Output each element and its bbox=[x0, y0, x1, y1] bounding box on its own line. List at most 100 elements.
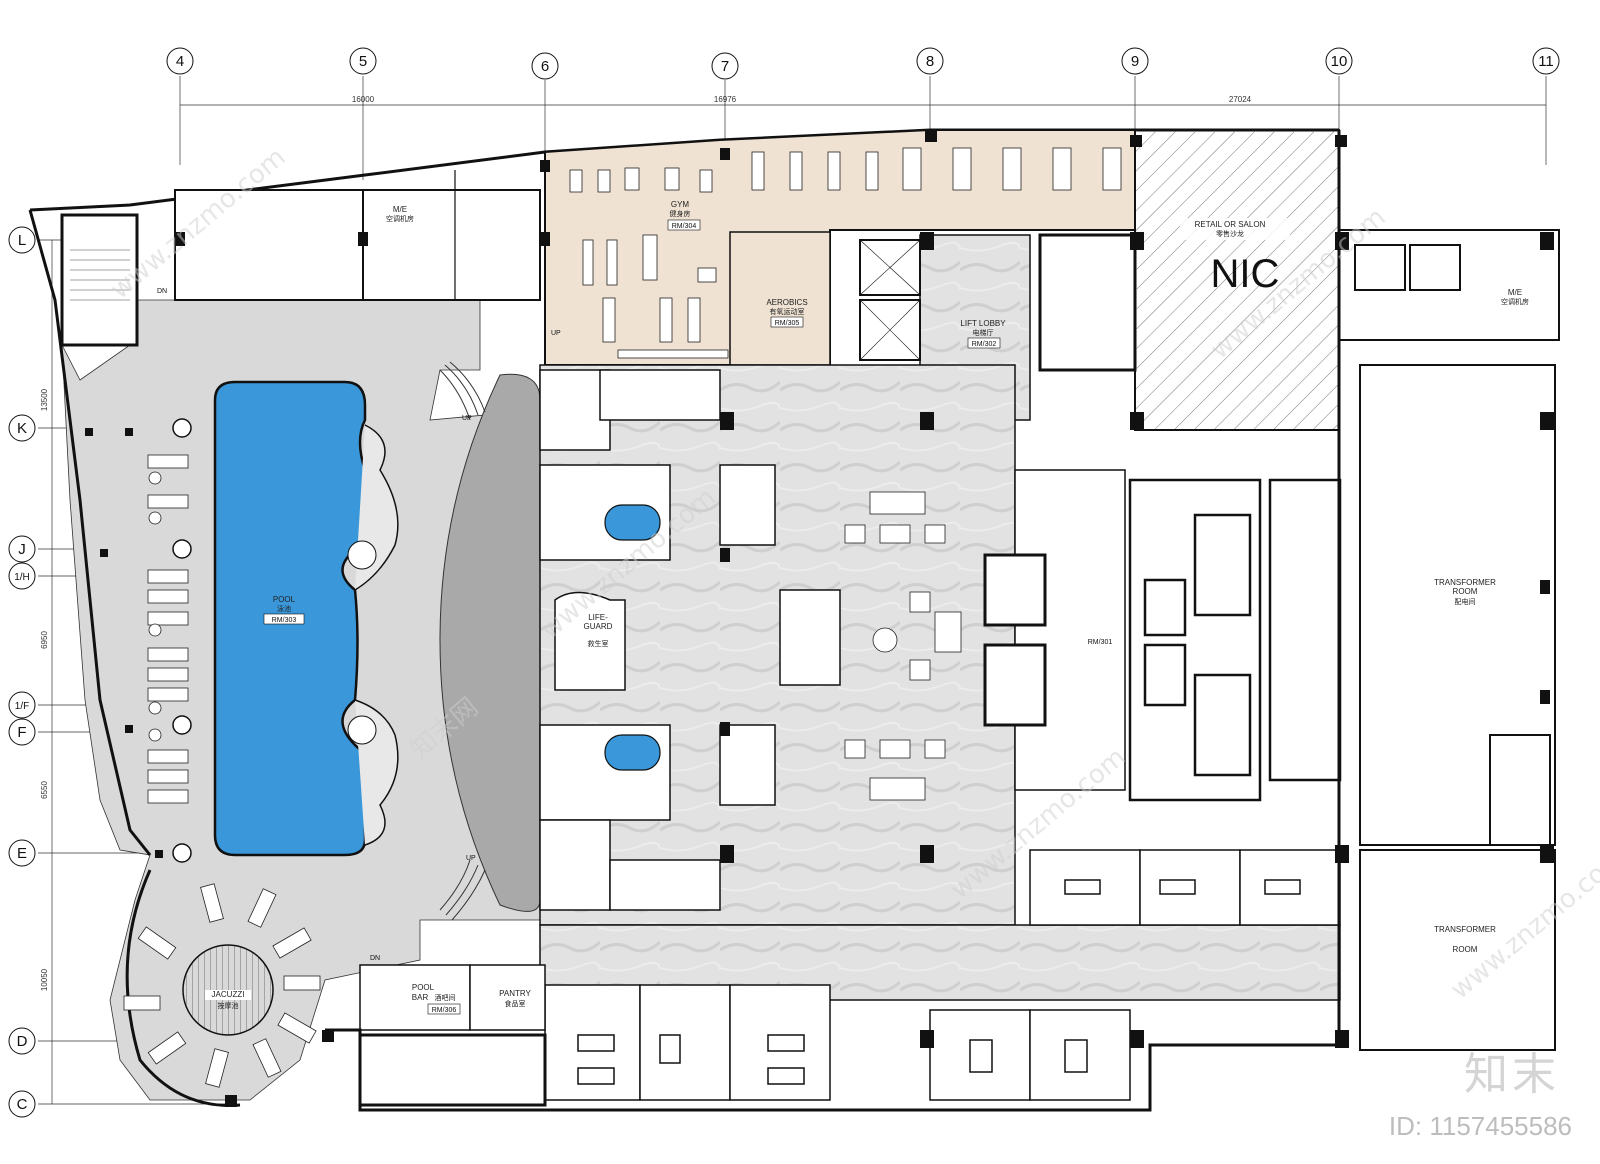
lounge-furniture bbox=[844, 491, 962, 801]
svg-text:10: 10 bbox=[1331, 53, 1348, 70]
grid-bubble-col-6: 6 bbox=[531, 52, 559, 80]
dimension-left-3: 6550 bbox=[40, 781, 49, 799]
room-transformer-2-label-1: TRANSFORMER bbox=[1434, 925, 1496, 934]
pool-column-lower bbox=[347, 715, 377, 745]
dimension-top-3: 27024 bbox=[1229, 95, 1252, 104]
svg-text:K: K bbox=[17, 420, 27, 437]
room-transformer-2-label-2: ROOM bbox=[1453, 945, 1478, 954]
room-lift-lobby-label-cn: 电梯厅 bbox=[973, 328, 994, 337]
elevator-shafts-east bbox=[1354, 244, 1461, 291]
room-gym-label: GYM bbox=[671, 200, 690, 209]
up-annotation-ramp-top: UP bbox=[462, 415, 472, 422]
room-transformer-1-label-1: TRANSFORMER bbox=[1434, 578, 1496, 587]
grid-bubble-col-10: 10 bbox=[1325, 47, 1353, 75]
svg-text:C: C bbox=[17, 1096, 28, 1113]
room-aerobics-label: AEROBICS bbox=[766, 298, 807, 307]
svg-text:1/F: 1/F bbox=[15, 701, 29, 712]
pool-label: POOL bbox=[273, 595, 296, 604]
room-me-left-label: M/E bbox=[393, 205, 407, 214]
grid-bubble-row-F: F bbox=[8, 718, 36, 746]
room-me-right-label-cn: 空调机房 bbox=[1501, 297, 1529, 306]
room-lifeguard bbox=[554, 591, 626, 691]
room-lift-lobby-label: LIFT LOBBY bbox=[960, 319, 1006, 328]
room-gym-number: RM/304 bbox=[672, 223, 697, 230]
nic-label: NIC bbox=[1211, 252, 1280, 296]
dimension-top-2: 16976 bbox=[714, 95, 737, 104]
svg-text:E: E bbox=[17, 845, 27, 862]
room-pantry bbox=[469, 964, 546, 1031]
room-pool-bar-label-cn: 酒吧间 bbox=[435, 994, 456, 1002]
room-lifeguard-label-1: LIFE- bbox=[588, 613, 608, 622]
room-retail-label-cn: 零售沙龙 bbox=[1216, 229, 1244, 238]
room-aerobics-label-cn: 有氧运动室 bbox=[770, 307, 805, 316]
grid-bubble-col-9: 9 bbox=[1121, 47, 1149, 75]
grid-bubble-col-5: 5 bbox=[349, 47, 377, 75]
room-aerobics bbox=[729, 231, 831, 366]
grid-bubble-row-L: L bbox=[8, 226, 36, 254]
room-pool-bar-label-1: POOL bbox=[412, 983, 435, 992]
dn-annotation-southwest: DN bbox=[370, 955, 380, 962]
elevator-shafts-north bbox=[859, 239, 921, 361]
dn-annotation-northwest: DN bbox=[157, 288, 167, 295]
room-lift-lobby-number: RM/302 bbox=[972, 341, 997, 348]
room-transformer-2 bbox=[1359, 849, 1556, 1051]
grid-bubble-row-1F: 1/F bbox=[8, 691, 36, 719]
jacuzzi-deck-arc bbox=[125, 869, 241, 1107]
svg-text:4: 4 bbox=[176, 53, 184, 70]
outer-wall-west-diag bbox=[28, 209, 152, 856]
svg-text:F: F bbox=[17, 724, 26, 741]
grid-bubble-col-7: 7 bbox=[711, 52, 739, 80]
watermark-id: ID: 1157455586 bbox=[1388, 1111, 1572, 1141]
room-rm301 bbox=[1014, 469, 1126, 791]
svg-text:1/H: 1/H bbox=[14, 572, 30, 583]
room-transformer-1-label-cn: 配电间 bbox=[1455, 597, 1476, 606]
grid-bubble-row-K: K bbox=[8, 414, 36, 442]
grid-bubble-col-8: 8 bbox=[916, 47, 944, 75]
pool-room-number: RM/303 bbox=[272, 617, 297, 624]
gym-equipment bbox=[569, 147, 1122, 359]
room-me-left bbox=[174, 189, 541, 301]
watermark-brand: 知末 bbox=[1464, 1049, 1560, 1100]
svg-text:D: D bbox=[17, 1033, 28, 1050]
svg-text:5: 5 bbox=[359, 53, 367, 70]
structural-columns bbox=[85, 130, 1554, 1107]
room-pool-bar-number: RM/306 bbox=[432, 1007, 457, 1014]
stair-east bbox=[1489, 734, 1551, 846]
pool-column-upper bbox=[347, 540, 377, 570]
dimension-left-4: 10050 bbox=[40, 968, 49, 991]
grid-axis-columns bbox=[179, 76, 1547, 180]
grid-bubble-row-E: E bbox=[8, 839, 36, 867]
room-retail-label: RETAIL OR SALON bbox=[1195, 220, 1266, 229]
room-pantry-label: PANTRY bbox=[499, 989, 531, 998]
svg-text:9: 9 bbox=[1131, 53, 1139, 70]
room-gym-label-cn: 健身房 bbox=[670, 209, 691, 218]
jacuzzi-label-cn: 按摩池 bbox=[218, 1001, 239, 1010]
room-aerobics-number: RM/305 bbox=[775, 320, 800, 327]
up-annotation-gym: UP bbox=[551, 330, 561, 337]
grid-bubble-row-C: C bbox=[8, 1090, 36, 1118]
room-me-left-label-cn: 空调机房 bbox=[386, 214, 414, 223]
service-core-east bbox=[1128, 478, 1342, 802]
jacuzzi-label: JACUZZI bbox=[212, 990, 245, 999]
deck-columns bbox=[172, 418, 192, 863]
pool-label-cn: 泳池 bbox=[277, 604, 291, 613]
svg-text:11: 11 bbox=[1538, 53, 1554, 70]
stair-north-core bbox=[1038, 233, 1137, 372]
elevator-shafts-central bbox=[983, 553, 1047, 727]
room-lifeguard-label-2: GUARD bbox=[584, 622, 613, 631]
dimension-left-1: 13500 bbox=[40, 388, 49, 411]
treatment-rooms-south bbox=[544, 984, 1131, 1101]
stair-curve-bottom bbox=[439, 859, 486, 921]
grid-bubble-row-D: D bbox=[8, 1027, 36, 1055]
bathtub-lower bbox=[604, 734, 661, 771]
room-pantry-label-cn: 食品室 bbox=[505, 999, 526, 1008]
svg-text:6: 6 bbox=[541, 58, 549, 75]
svg-text:7: 7 bbox=[721, 58, 729, 75]
svg-text:8: 8 bbox=[926, 53, 934, 70]
jacuzzi-lounge-chairs bbox=[123, 883, 321, 1088]
dimension-top-1: 16000 bbox=[352, 95, 375, 104]
grid-bubble-col-11: 11 bbox=[1532, 47, 1560, 75]
grid-bubble-row-1H: 1/H bbox=[8, 562, 36, 590]
svg-text:L: L bbox=[18, 232, 26, 249]
up-annotation-ramp-bottom: UP bbox=[466, 855, 476, 862]
